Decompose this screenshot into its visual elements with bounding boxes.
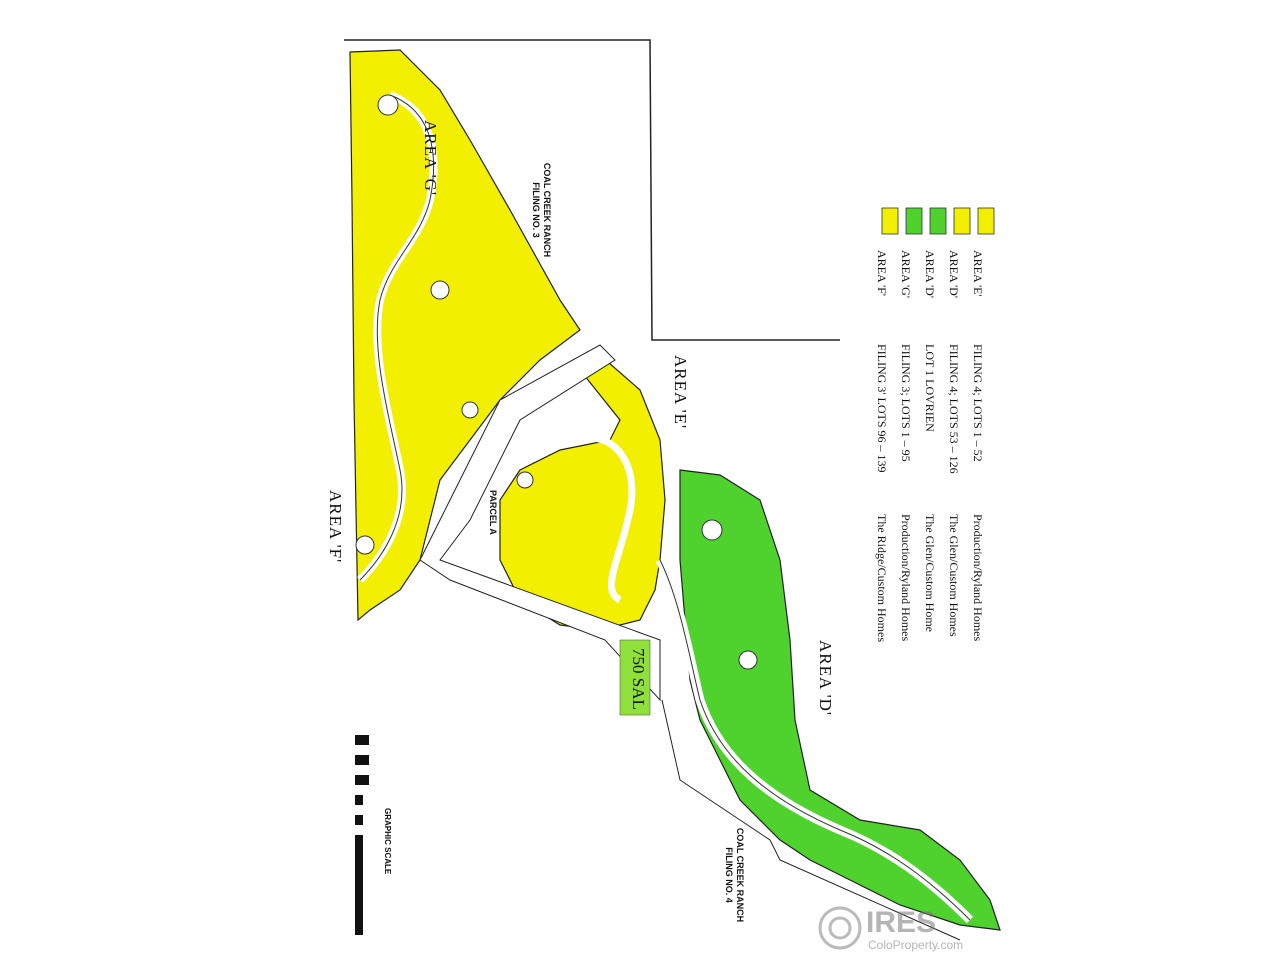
- road-area-g-edge: [359, 94, 435, 581]
- legend-area-entry: AREA 'D': [947, 250, 961, 298]
- legend-builder-entry: The Ridge/Custom Homes: [875, 514, 889, 642]
- graphic-scale-label: GRAPHIC SCALE: [383, 808, 392, 875]
- cul-de-sac-e: [516, 471, 534, 489]
- legend-swatch: [881, 207, 899, 235]
- road-area-e: [578, 434, 636, 604]
- cul-de-sac-g3: [461, 401, 479, 419]
- legend-swatch: [929, 207, 947, 235]
- watermark-logo-inner: [828, 916, 852, 940]
- cul-de-sac-f: [355, 535, 375, 555]
- legend-builder-entry: Production/Ryland Homes: [899, 514, 913, 642]
- legend-builder-entry: The Glen/Custom Homes: [947, 514, 961, 637]
- area-g-f-lots: [349, 49, 581, 622]
- property-boundary: [344, 39, 840, 341]
- legend-areas: AREA 'E' AREA 'D' AREA 'D' AREA 'G' AREA 'F': [870, 250, 990, 298]
- legend-filings: FILING 4; LOTS 1 – 52 FILING 4; LOTS 53 –…: [870, 344, 990, 474]
- area-g-label: AREA 'G': [421, 120, 440, 196]
- legend-filing-entry: FILING 4; LOTS 1 – 52: [971, 344, 985, 462]
- lot-tag-750-sal: 750 SAL: [629, 648, 648, 710]
- legend-filing-entry: LOT 1 LOVRIEN: [923, 344, 937, 432]
- filing-no3-label: COAL CREEK RANCH FILING NO. 3: [531, 162, 552, 258]
- watermark-brand: IRES: [866, 906, 937, 939]
- legend-swatch: [977, 207, 995, 235]
- legend-filing-entry: FILING 3; LOTS 1 – 95: [899, 344, 913, 462]
- legend-builder-entry: Production/Ryland Homes: [971, 514, 985, 642]
- parcel-a-label: PARCEL A: [488, 490, 498, 535]
- legend-swatches: [881, 207, 995, 235]
- cul-de-sac-g2: [430, 280, 450, 300]
- cul-de-sac-d1: [701, 519, 723, 541]
- area-d-lots: [679, 469, 1001, 931]
- area-f-label: AREA 'F': [326, 490, 345, 564]
- cul-de-sac-d2: [738, 650, 758, 670]
- watermark-logo-icon: [818, 906, 862, 950]
- legend-builder-entry: The Glen/Custom Home: [923, 514, 937, 632]
- legend-filing-entry: FILING 4; LOTS 53 – 126: [947, 344, 961, 474]
- legend-swatch: [905, 207, 923, 235]
- open-space-boundary: [661, 699, 961, 941]
- filing-no4-label: COAL CREEK RANCH FILING NO. 4: [724, 827, 745, 923]
- legend-swatch: [953, 207, 971, 235]
- area-e-label: AREA 'E': [671, 355, 690, 430]
- graphic-scale-bar: [355, 735, 369, 935]
- road-area-d-edge: [659, 559, 971, 921]
- legend-builders: Production/Ryland Homes The Glen/Custom H…: [870, 514, 990, 642]
- cul-de-sac-g1: [377, 94, 399, 116]
- legend-area-entry: AREA 'F': [875, 250, 889, 297]
- lot-tag-750-sal-box: [619, 639, 651, 716]
- legend-area-entry: AREA 'D': [923, 250, 937, 298]
- legend-area-entry: AREA 'G': [899, 250, 913, 298]
- legend-area-entry: AREA 'E': [971, 250, 985, 297]
- watermark-sub: ColoProperty.com: [868, 938, 964, 952]
- area-d-label: AREA 'D': [816, 640, 835, 716]
- legend-filing-entry: FILING 3' LOTS 96 – 139: [875, 344, 889, 473]
